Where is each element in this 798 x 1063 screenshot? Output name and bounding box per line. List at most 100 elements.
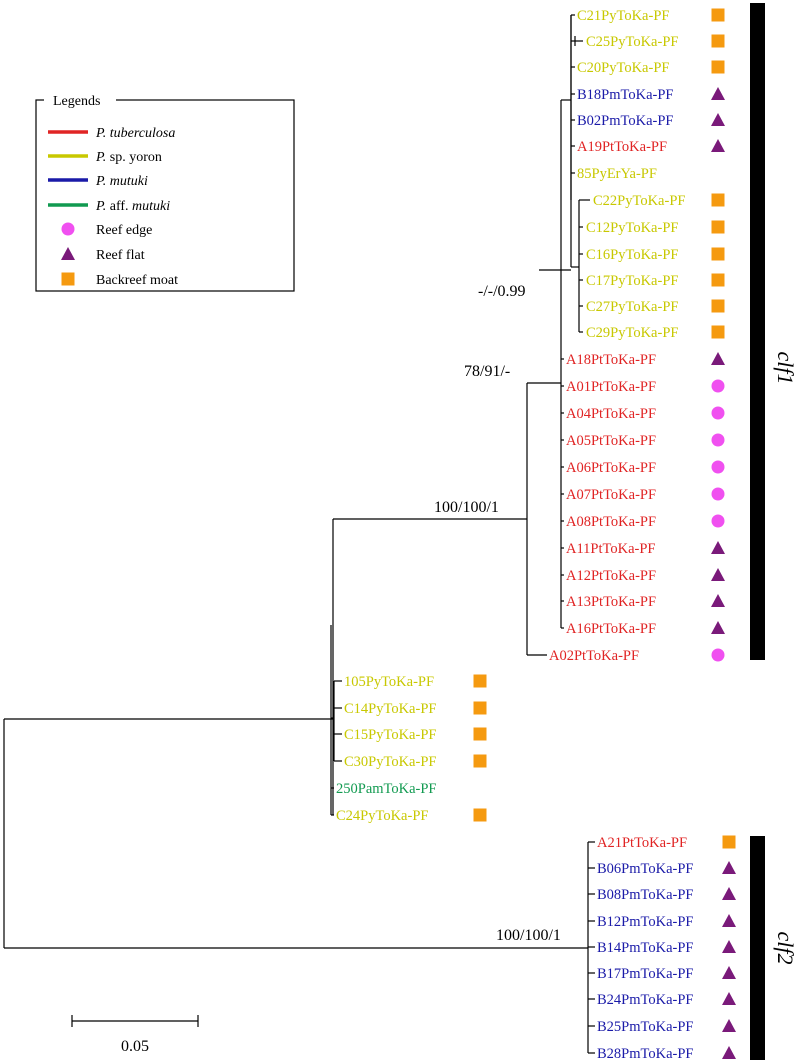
habitat-marker bbox=[711, 460, 725, 474]
taxon-label: 250PamToKa-PF bbox=[336, 781, 437, 797]
support-value-node-b: 78/91/- bbox=[464, 363, 510, 380]
taxon-label: A16PtToKa-PF bbox=[566, 621, 656, 637]
legend-square-icon bbox=[61, 272, 75, 286]
support-value-node-c: 100/100/1 bbox=[434, 499, 499, 516]
habitat-marker bbox=[722, 966, 736, 979]
habitat-marker bbox=[711, 273, 725, 287]
taxon-label: A04PtToKa-PF bbox=[566, 406, 656, 422]
habitat-marker bbox=[722, 1019, 736, 1032]
support-value-node-d: 100/100/1 bbox=[496, 927, 561, 944]
legend-species-label: P. aff. mutuki bbox=[95, 199, 170, 214]
habitat-marker bbox=[711, 433, 725, 447]
taxon-label: B28PmToKa-PF bbox=[597, 1046, 693, 1062]
clade-bar-clf1 bbox=[750, 3, 765, 660]
taxon-label: B18PmToKa-PF bbox=[577, 87, 673, 103]
scale-bar-label: 0.05 bbox=[121, 1038, 149, 1055]
taxon-label: A13PtToKa-PF bbox=[566, 594, 656, 610]
habitat-marker bbox=[711, 60, 725, 74]
habitat-marker bbox=[473, 727, 487, 741]
taxon-label: C21PyToKa-PF bbox=[577, 8, 669, 24]
taxon-label: A01PtToKa-PF bbox=[566, 379, 656, 395]
clade-bar-clf2 bbox=[750, 836, 765, 1060]
habitat-marker bbox=[711, 487, 725, 501]
legend-species-label: P. sp. yoron bbox=[95, 150, 162, 165]
habitat-marker bbox=[711, 406, 725, 420]
support-value-node-a: -/-/0.99 bbox=[478, 283, 526, 300]
taxon-label: 105PyToKa-PF bbox=[344, 674, 434, 690]
habitat-marker bbox=[722, 992, 736, 1005]
taxon-label: A19PtToKa-PF bbox=[577, 139, 667, 155]
habitat-marker bbox=[722, 887, 736, 900]
legend-species-label: P. mutuki bbox=[95, 174, 148, 189]
legend-title: Legends bbox=[53, 94, 100, 109]
habitat-marker bbox=[722, 940, 736, 953]
legend-box bbox=[35, 99, 295, 292]
taxon-label: B17PmToKa-PF bbox=[597, 966, 693, 982]
habitat-marker bbox=[711, 299, 725, 313]
legend-habitat-label: Backreef moat bbox=[96, 273, 178, 288]
habitat-marker bbox=[711, 594, 725, 607]
habitat-marker bbox=[711, 34, 725, 48]
habitat-marker bbox=[711, 247, 725, 261]
legend-triangle-icon bbox=[61, 247, 75, 260]
habitat-marker bbox=[711, 621, 725, 634]
taxon-label: B08PmToKa-PF bbox=[597, 887, 693, 903]
taxon-label: B25PmToKa-PF bbox=[597, 1019, 693, 1035]
legend-circle-icon bbox=[61, 222, 75, 236]
habitat-marker bbox=[711, 220, 725, 234]
legend-species-label: P. tuberculosa bbox=[95, 126, 175, 141]
legend-habitat-label: Reef edge bbox=[96, 223, 152, 238]
habitat-marker bbox=[711, 8, 725, 22]
taxon-label: C22PyToKa-PF bbox=[593, 193, 685, 209]
taxon-label: A02PtToKa-PF bbox=[549, 648, 639, 664]
taxon-label: B24PmToKa-PF bbox=[597, 992, 693, 1008]
clade-label-clf2: clf2 bbox=[773, 932, 798, 965]
taxon-label: B12PmToKa-PF bbox=[597, 914, 693, 930]
habitat-marker bbox=[473, 808, 487, 822]
habitat-marker bbox=[711, 379, 725, 393]
legend-items: P. tuberculosa P. sp. yoron P. mutuki P. af… bbox=[48, 126, 178, 288]
tree-branches bbox=[3, 14, 595, 1054]
habitat-marker bbox=[711, 514, 725, 528]
taxon-labels: C21PyToKa-PF C25PyToKa-PF C20PyToKa-PF B18P… bbox=[336, 8, 693, 1062]
habitat-marker bbox=[473, 754, 487, 768]
taxon-label: B06PmToKa-PF bbox=[597, 861, 693, 877]
taxon-label: C20PyToKa-PF bbox=[577, 60, 669, 76]
habitat-markers bbox=[473, 8, 736, 1059]
taxon-label: A12PtToKa-PF bbox=[566, 568, 656, 584]
legend-habitat-label: Reef flat bbox=[96, 248, 145, 263]
habitat-marker bbox=[711, 352, 725, 365]
taxon-label: C14PyToKa-PF bbox=[344, 701, 436, 717]
taxon-label: C29PyToKa-PF bbox=[586, 325, 678, 341]
taxon-label: C25PyToKa-PF bbox=[586, 34, 678, 50]
taxon-label: C30PyToKa-PF bbox=[344, 754, 436, 770]
taxon-label: A07PtToKa-PF bbox=[566, 487, 656, 503]
habitat-marker bbox=[722, 1046, 736, 1059]
habitat-marker bbox=[711, 568, 725, 581]
habitat-marker bbox=[711, 139, 725, 152]
scale-bar bbox=[71, 1015, 199, 1027]
taxon-label: C12PyToKa-PF bbox=[586, 220, 678, 236]
taxon-label: C24PyToKa-PF bbox=[336, 808, 428, 824]
habitat-marker bbox=[722, 861, 736, 874]
clade-label-clf1: clf1 bbox=[773, 352, 798, 385]
taxon-label: C17PyToKa-PF bbox=[586, 273, 678, 289]
taxon-label: A21PtToKa-PF bbox=[597, 835, 687, 851]
habitat-marker bbox=[711, 193, 725, 207]
habitat-marker bbox=[711, 87, 725, 100]
habitat-marker bbox=[722, 914, 736, 927]
taxon-label: B14PmToKa-PF bbox=[597, 940, 693, 956]
taxon-label: A05PtToKa-PF bbox=[566, 433, 656, 449]
taxon-label: A11PtToKa-PF bbox=[566, 541, 656, 557]
habitat-marker bbox=[711, 541, 725, 554]
taxon-label: 85PyErYa-PF bbox=[577, 166, 657, 182]
taxon-label: C15PyToKa-PF bbox=[344, 727, 436, 743]
taxon-label: B02PmToKa-PF bbox=[577, 113, 673, 129]
habitat-marker bbox=[711, 648, 725, 662]
taxon-label: C16PyToKa-PF bbox=[586, 247, 678, 263]
habitat-marker bbox=[473, 701, 487, 715]
habitat-marker bbox=[473, 674, 487, 688]
habitat-marker bbox=[711, 325, 725, 339]
habitat-marker bbox=[711, 113, 725, 126]
